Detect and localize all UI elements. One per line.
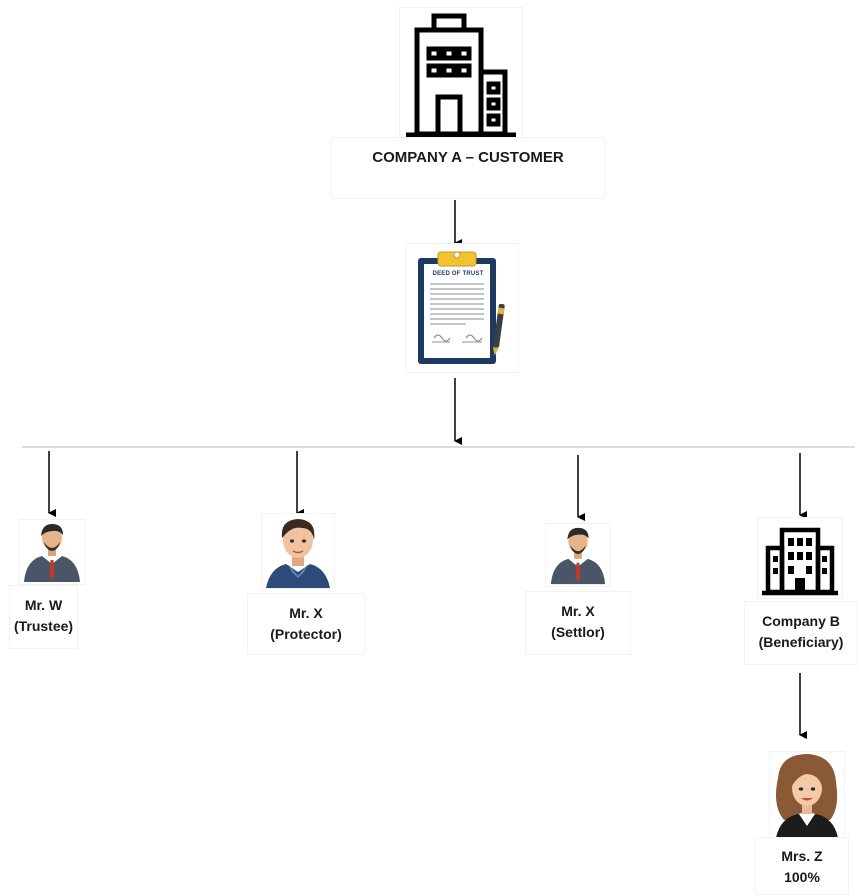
- office-building-icon: [406, 13, 516, 138]
- settlor-label: Mr. X (Settlor): [526, 592, 630, 654]
- beneficiary-label: Company B (Beneficiary): [745, 602, 857, 664]
- settlor-role: (Settlor): [551, 624, 605, 640]
- owner-name: Mrs. Z: [781, 848, 823, 864]
- businesswoman-avatar-icon: [776, 754, 838, 838]
- businessman-avatar-icon: [24, 524, 80, 582]
- company-a-node: [400, 8, 522, 138]
- protector-node: [262, 514, 334, 588]
- owner-node: [770, 752, 844, 838]
- deed-of-trust-clipboard-icon: [418, 251, 505, 364]
- trustee-node: [20, 520, 84, 584]
- beneficiary-name: Company B: [762, 613, 840, 629]
- protector-name: Mr. X: [289, 605, 323, 621]
- man-portrait-avatar-icon: [266, 519, 330, 588]
- trustee-label: Mr. W (Trustee): [10, 586, 77, 648]
- settlor-name: Mr. X: [561, 603, 595, 619]
- office-tower-icon: [762, 527, 838, 596]
- deed-of-trust-node: DEED OF TRUST: [406, 244, 518, 372]
- owner-share: 100%: [784, 869, 820, 885]
- owner-label: Mrs. Z 100%: [756, 838, 848, 894]
- settlor-node: [546, 524, 610, 586]
- businessman-avatar-icon: [550, 527, 606, 585]
- company-a-label-text: COMPANY A – CUSTOMER: [372, 149, 564, 166]
- trustee-name: Mr. W: [24, 597, 63, 613]
- company-a-label: COMPANY A – CUSTOMER: [332, 138, 604, 198]
- trustee-role: (Trustee): [13, 618, 74, 634]
- beneficiary-node: [758, 518, 842, 598]
- deed-header: DEED OF TRUST: [432, 271, 484, 277]
- protector-role: (Protector): [270, 626, 342, 642]
- beneficiary-role: (Beneficiary): [758, 634, 844, 650]
- protector-label: Mr. X (Protector): [248, 594, 364, 654]
